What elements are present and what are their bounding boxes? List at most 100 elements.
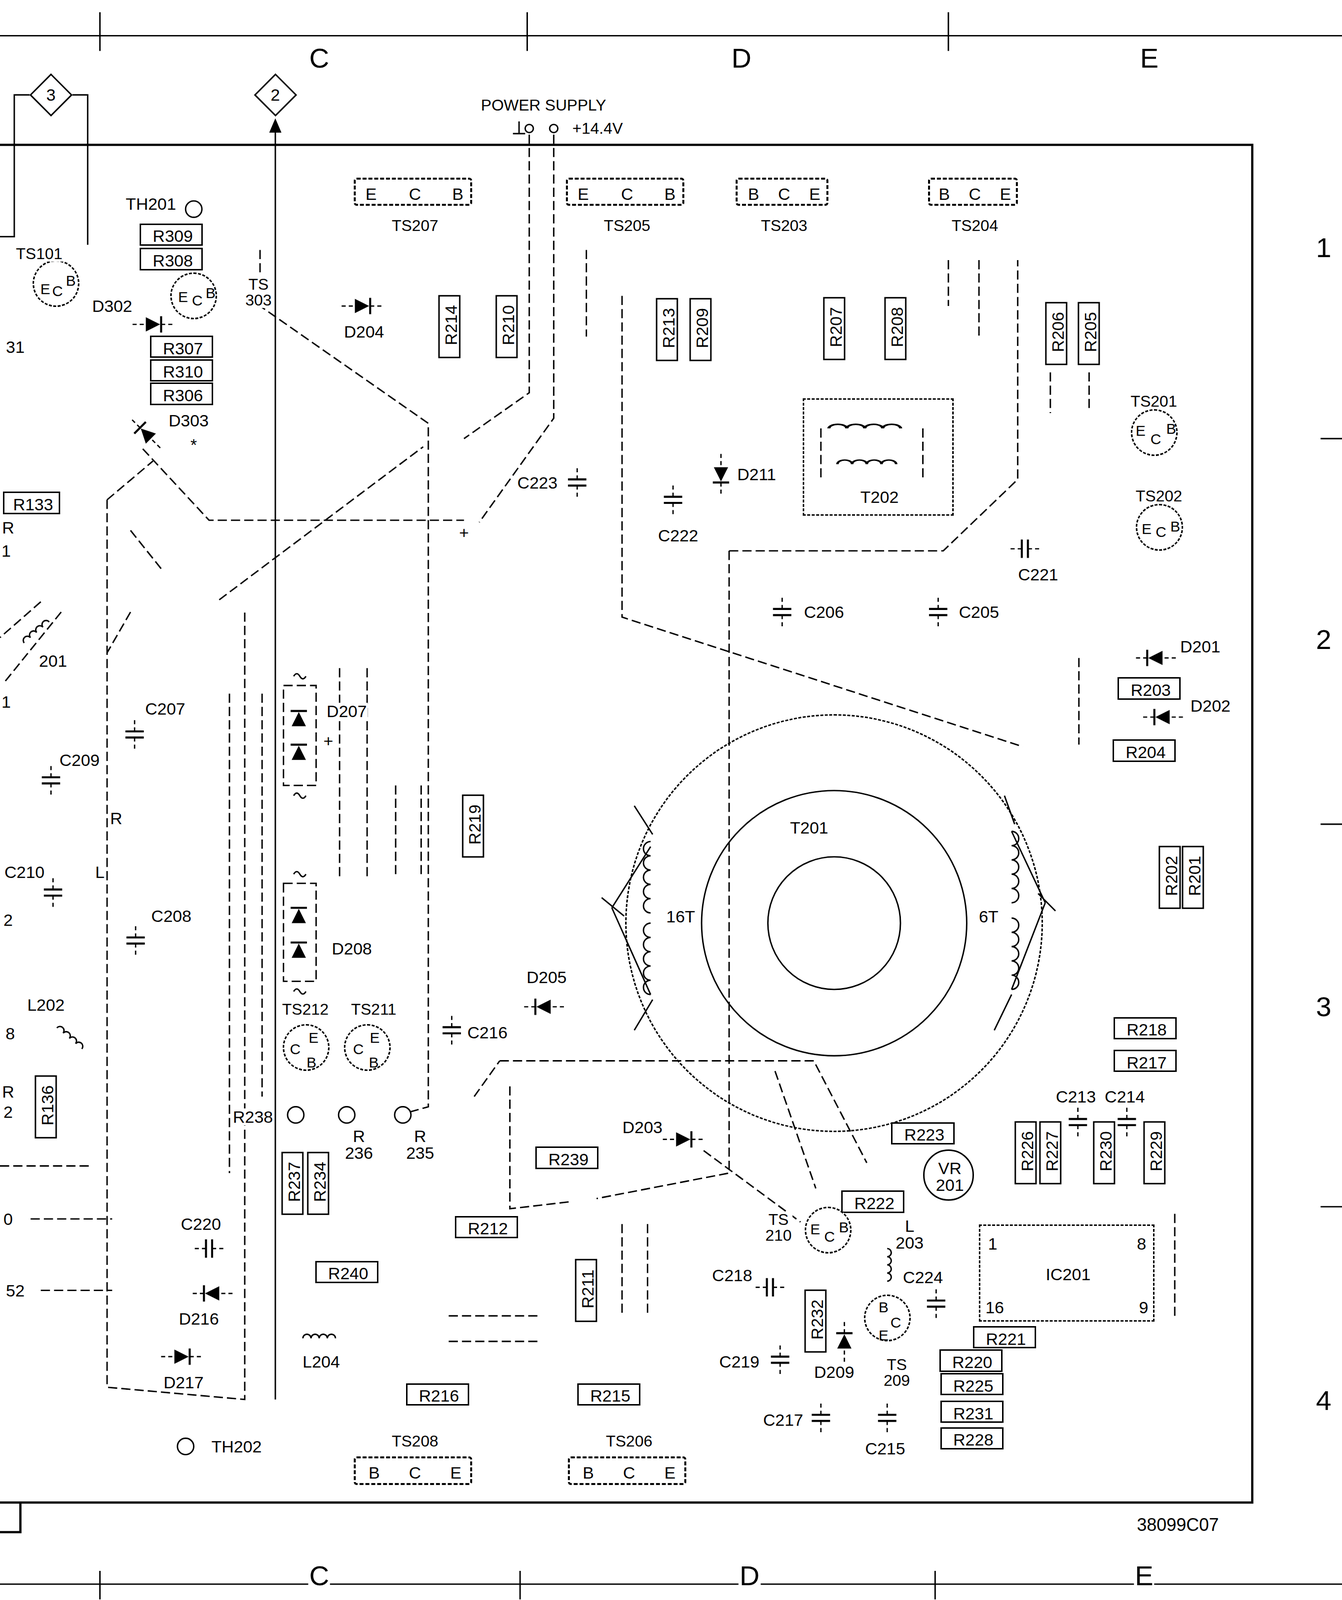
component-label: R220 (952, 1353, 993, 1371)
part-name: TS208 (390, 1432, 440, 1449)
component-label: E (809, 185, 821, 203)
resistor-box: R201 (1181, 845, 1204, 909)
resistor-box: R234 (306, 1151, 330, 1215)
component-label: T202 (860, 488, 899, 506)
resistor-box: R310 (149, 359, 214, 382)
capacitor-symbol (773, 597, 792, 627)
part-name: TS204 (950, 217, 1000, 234)
component-label: R308 (152, 252, 193, 269)
part-label: L 203 (894, 1217, 925, 1251)
part-label: TH202 (210, 1437, 263, 1455)
capacitor-symbol (1117, 1107, 1136, 1137)
component-label: R225 (953, 1377, 994, 1394)
component-label: E (577, 185, 590, 203)
ground-symbol (513, 121, 526, 134)
component-label: C (621, 185, 634, 203)
resistor-box: R212 (454, 1215, 519, 1238)
part-label: C218 (710, 1266, 753, 1284)
component-label: C (778, 185, 791, 203)
component-label: R213 (660, 307, 677, 348)
resistor-box: R208 (884, 296, 907, 360)
component-label: R309 (152, 227, 193, 245)
part-label: 52 (4, 1281, 26, 1299)
component-label: R307 (162, 339, 203, 357)
part-label: D203 (621, 1118, 664, 1136)
component-label: E (999, 185, 1011, 203)
transistor-package: BCETS203 (735, 177, 829, 207)
component-label: 3 (46, 86, 56, 104)
component-label: B (1170, 519, 1181, 534)
component-label: B (306, 1054, 317, 1070)
capacitor-symbol (755, 1277, 785, 1297)
component-label: B (582, 1463, 595, 1481)
component-label: E (1141, 521, 1152, 537)
component-label: R240 (328, 1264, 369, 1282)
part-name: TS211 (349, 1001, 398, 1017)
thermistor-pad (185, 200, 202, 218)
component-label: R221 (985, 1330, 1026, 1347)
grid-reference: 2 (1314, 625, 1333, 654)
component-label: R237 (285, 1161, 303, 1202)
capacitor-symbol (878, 1403, 897, 1432)
capacitor-symbol (811, 1403, 830, 1432)
resistor-box: R228 (940, 1426, 1004, 1450)
resistor-box: R232 (804, 1289, 827, 1353)
diode-symbol (522, 998, 564, 1015)
component-label: 16 (985, 1298, 1005, 1316)
part-label: 201 (37, 652, 69, 670)
resistor-box: R203 (1117, 676, 1181, 700)
component-label: C (409, 185, 422, 203)
resistor-box: R227 (1039, 1120, 1062, 1184)
part-name: TS 210 (764, 1211, 793, 1243)
diode-symbol (1134, 649, 1176, 667)
part-label: C207 (144, 700, 187, 717)
part-label: POWER SUPPLY (480, 97, 608, 113)
resistor-box: R221 (972, 1325, 1037, 1348)
diode-symbol (132, 316, 174, 333)
resistor-box: R308 (139, 247, 203, 270)
resistor-box: R309 (139, 223, 203, 246)
part-label: D202 (1189, 697, 1232, 714)
resistor-box: R237 (281, 1151, 304, 1215)
capacitor-symbol (194, 1238, 224, 1258)
transformer-winding (828, 424, 901, 429)
grid-reference: D (730, 44, 752, 73)
arrow-head (269, 118, 282, 133)
part-name: TS 303 (244, 276, 273, 308)
component-label: R223 (904, 1125, 945, 1143)
component-label: B (664, 185, 676, 203)
part-label: D201 (1179, 637, 1222, 655)
component-label: R202 (1162, 855, 1180, 896)
diode-symbol (1142, 708, 1184, 725)
component-label: R217 (1126, 1053, 1167, 1071)
resistor-box: R226 (1014, 1120, 1038, 1184)
resistor-box: R210 (495, 294, 518, 358)
component-label: 2 (270, 86, 281, 104)
solder-pad (338, 1106, 355, 1123)
component-label: R203 (1130, 681, 1171, 699)
diode-symbol (161, 1347, 203, 1365)
transformer-winding (837, 459, 896, 464)
component-label: R234 (311, 1161, 329, 1202)
transistor-outline: TS 210ECB (804, 1206, 852, 1254)
part-label: D303 (167, 411, 210, 429)
trimmer-outline: VR 201 (923, 1149, 974, 1200)
diode-symbol (125, 412, 167, 454)
resistor-box: R133 (2, 491, 61, 514)
diode-symbol (341, 298, 383, 315)
part-label: 31 (4, 338, 26, 356)
component-label: C (1150, 431, 1162, 447)
transformer-outline: T202 (802, 398, 954, 516)
grid-reference: E (1133, 1561, 1155, 1590)
component-label: E (449, 1463, 462, 1481)
diode-symbol (662, 1130, 704, 1148)
part-label: 0 (2, 1210, 14, 1228)
part-label: R 235 (405, 1127, 436, 1161)
component-label: C (623, 1463, 636, 1481)
component-label: R228 (953, 1430, 994, 1448)
toroid-winding (1011, 830, 1019, 903)
grid-reference: 3 (1314, 992, 1333, 1021)
component-label: R206 (1049, 311, 1067, 352)
component-label: E (40, 281, 51, 297)
part-label: D208 (330, 939, 373, 957)
